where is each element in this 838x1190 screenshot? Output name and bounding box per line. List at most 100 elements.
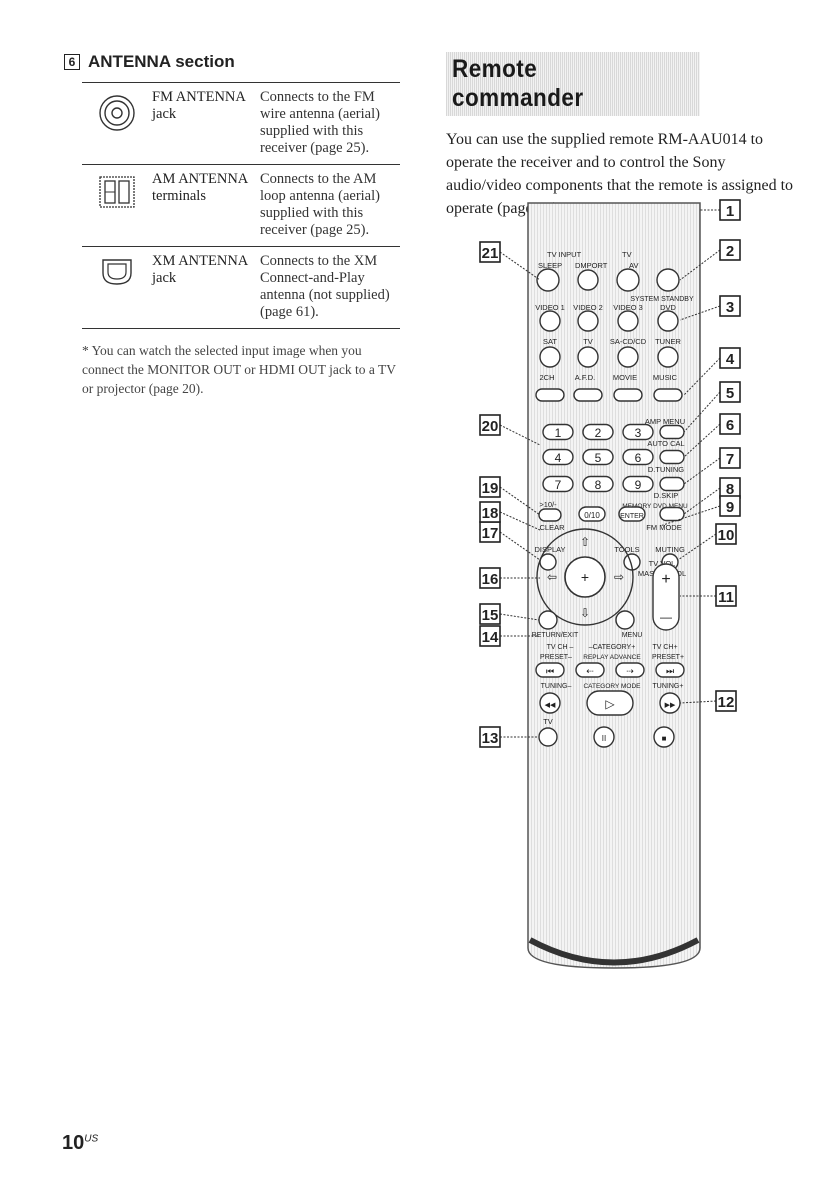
callout-number: 7 — [726, 451, 734, 468]
transport-button[interactable] — [535, 662, 565, 678]
memory-button[interactable] — [659, 506, 685, 522]
callout-leader — [679, 249, 721, 281]
pause-button[interactable] — [593, 726, 615, 748]
enter-button[interactable] — [618, 506, 646, 522]
transport-button[interactable] — [575, 662, 605, 678]
section-number-box: 6 — [64, 54, 80, 70]
input-button[interactable] — [657, 310, 679, 332]
tv-mode-button[interactable] — [538, 727, 558, 747]
input-button[interactable] — [577, 346, 599, 368]
callout-number: 6 — [726, 417, 734, 434]
muting-label: MUTING — [655, 545, 685, 554]
number-key[interactable] — [622, 475, 654, 493]
callout-leader — [499, 531, 541, 561]
number-key-label: 1 — [555, 426, 562, 440]
number-key-label: 2 — [595, 426, 602, 440]
callout-box — [479, 567, 501, 589]
input-label: TV — [583, 337, 593, 346]
sound-field-button[interactable] — [613, 388, 643, 402]
callout-number: 18 — [482, 505, 499, 522]
ten-key-button[interactable] — [538, 508, 562, 522]
number-key[interactable] — [542, 448, 574, 466]
number-key[interactable] — [582, 475, 614, 493]
nav-ring[interactable] — [536, 528, 634, 626]
volume-rocker[interactable] — [652, 563, 680, 631]
display-label: DISPLAY — [534, 545, 565, 554]
return-button[interactable] — [538, 610, 558, 630]
callout-leader — [499, 486, 541, 516]
transport-button[interactable] — [615, 662, 645, 678]
remote-body — [527, 202, 701, 969]
input-button[interactable] — [617, 346, 639, 368]
replay-label: REPLAY ADVANCE — [583, 654, 641, 661]
amp-menu-button[interactable] — [659, 424, 685, 440]
callout-number: 11 — [718, 589, 734, 606]
master-vol-label: MASTER VOL — [638, 569, 686, 578]
sound-field-button[interactable] — [573, 388, 603, 402]
tools-button[interactable] — [623, 553, 641, 571]
av-power-button[interactable] — [616, 268, 640, 292]
input-button[interactable] — [577, 310, 599, 332]
input-button[interactable] — [617, 310, 639, 332]
rewind-button[interactable] — [539, 692, 561, 714]
vol-plus-icon: + — [661, 571, 670, 588]
transport-button[interactable] — [655, 662, 685, 678]
stop-button[interactable] — [653, 726, 675, 748]
sound-field-button[interactable] — [653, 388, 683, 402]
am-terminal-icon — [99, 176, 135, 208]
tv-ch-label: TV CH – — [547, 644, 574, 651]
sound-field-button[interactable] — [535, 388, 565, 402]
sleep-label: SLEEP — [538, 261, 562, 270]
number-key[interactable] — [582, 423, 614, 441]
row-desc: Connects to the XM Connect-and-Play ante… — [260, 253, 390, 320]
ten-key-label: >10/- — [539, 500, 557, 509]
ff-icon: ▶▶ — [665, 702, 676, 709]
sleep-button[interactable] — [536, 268, 560, 292]
display-button[interactable] — [539, 553, 557, 571]
input-button[interactable] — [539, 346, 561, 368]
d-skip-label: D.SKIP — [654, 491, 679, 500]
input-button[interactable] — [657, 346, 679, 368]
callout-number: 13 — [482, 730, 499, 747]
auto-cal-button[interactable] — [659, 449, 685, 465]
callout-leader — [677, 533, 717, 561]
sound-field-label: A.F.D. — [575, 373, 595, 382]
number-key[interactable] — [622, 423, 654, 441]
ff-button[interactable] — [659, 692, 681, 714]
input-label: VIDEO 3 — [613, 303, 643, 312]
callout-leader — [499, 251, 541, 281]
memory-label: MEMORY DVD MENU — [622, 503, 688, 510]
menu-button[interactable] — [615, 610, 635, 630]
zero-key-button[interactable] — [578, 506, 606, 522]
number-key[interactable] — [542, 475, 574, 493]
row-desc: Connects to the AM loop antenna (aerial)… — [260, 171, 380, 238]
number-key-label: 7 — [555, 478, 562, 492]
callout-leader — [679, 700, 717, 704]
number-key[interactable] — [582, 448, 614, 466]
callout-box — [719, 381, 741, 403]
dmport-button[interactable] — [577, 269, 599, 291]
row-name: XM ANTENNA jack — [152, 253, 248, 286]
vol-minus-icon: — — [660, 610, 672, 624]
pause-icon: II — [602, 734, 606, 743]
number-key[interactable] — [542, 423, 574, 441]
callout-number: 3 — [726, 299, 734, 316]
callout-leader — [499, 511, 541, 531]
d-tuning-button[interactable] — [659, 476, 685, 492]
input-button[interactable] — [539, 310, 561, 332]
play-button[interactable] — [586, 690, 634, 716]
callout-box — [715, 523, 737, 545]
power-button[interactable] — [656, 268, 680, 292]
nav-center-button[interactable] — [564, 556, 606, 598]
callout-box — [479, 603, 501, 625]
input-label: SA-CD/CD — [610, 337, 647, 346]
callout-number: 14 — [482, 629, 499, 646]
number-key[interactable] — [622, 448, 654, 466]
callout-leader — [683, 357, 721, 396]
number-key-label: 4 — [555, 451, 562, 465]
play-icon: ▷ — [605, 697, 615, 711]
muting-button[interactable] — [661, 553, 679, 571]
prev-icon: ⏮ — [546, 666, 554, 676]
remote-intro: You can use the supplied remote RM-AAU01… — [446, 131, 794, 217]
callout-box — [479, 414, 501, 436]
